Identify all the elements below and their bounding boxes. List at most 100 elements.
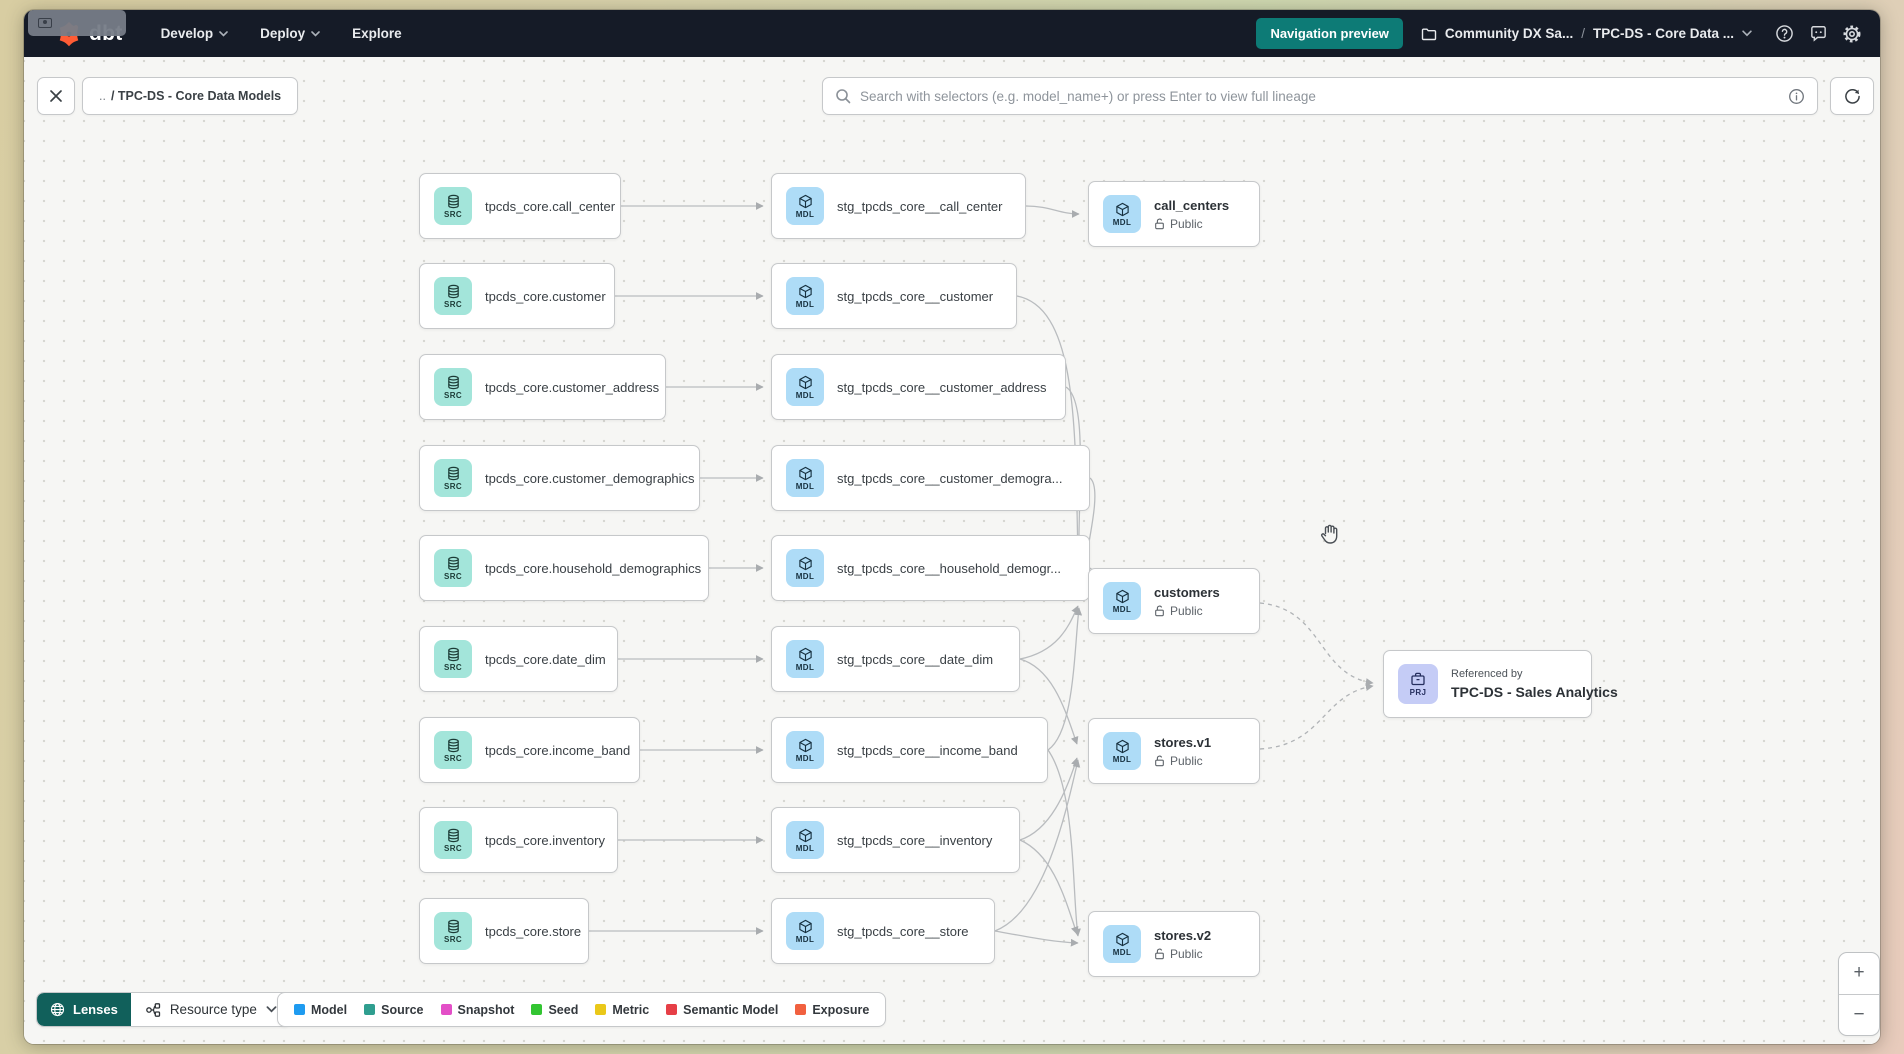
search-icon	[836, 89, 851, 104]
source-node[interactable]: SRC tpcds_core.household_demographics	[419, 535, 709, 601]
public-model-node[interactable]: MDL call_centers Public	[1088, 181, 1260, 247]
resource-type-icon	[145, 1002, 160, 1017]
source-icon: SRC	[434, 912, 472, 950]
source-node[interactable]: SRC tpcds_core.date_dim	[419, 626, 618, 692]
source-icon: SRC	[434, 549, 472, 587]
model-icon: MDL	[1103, 195, 1141, 233]
source-icon: SRC	[434, 277, 472, 315]
source-node[interactable]: SRC tpcds_core.customer_demographics	[419, 445, 700, 511]
refresh-lineage-button[interactable]	[1830, 77, 1874, 115]
zoom-in-button[interactable]: +	[1839, 953, 1879, 995]
public-model-node[interactable]: MDL customers Public	[1088, 568, 1260, 634]
legend-item: Semantic Model	[666, 1003, 778, 1017]
legend-item: Seed	[531, 1003, 578, 1017]
model-node[interactable]: MDL stg_tpcds_core__call_center	[771, 173, 1026, 239]
lock-open-icon	[1155, 948, 1164, 959]
source-icon: SRC	[434, 187, 472, 225]
lineage-canvas[interactable]: .. / TPC-DS - Core Data Models SRC tpcds…	[24, 57, 1880, 1044]
navigation-preview-badge[interactable]: Navigation preview	[1256, 18, 1403, 49]
model-icon: MDL	[786, 821, 824, 859]
access-badge: Public	[1154, 754, 1211, 768]
legend-swatch	[364, 1004, 376, 1015]
model-node[interactable]: MDL stg_tpcds_core__inventory	[771, 807, 1020, 873]
legend-item: Source	[364, 1003, 424, 1017]
source-node[interactable]: SRC tpcds_core.call_center	[419, 173, 621, 239]
model-node[interactable]: MDL stg_tpcds_core__customer_demogra...	[771, 445, 1090, 511]
lenses-button[interactable]: Lenses	[37, 993, 131, 1026]
legend-swatch	[294, 1004, 305, 1015]
breadcrumb-project[interactable]: Community DX Sa...	[1444, 26, 1574, 41]
legend-item: Exposure	[795, 1003, 869, 1017]
nav-item-deploy[interactable]: Deploy	[248, 18, 332, 49]
model-icon: MDL	[786, 912, 824, 950]
nav-item-develop[interactable]: Develop	[149, 18, 241, 49]
legend-item: Metric	[595, 1003, 649, 1017]
model-node[interactable]: MDL stg_tpcds_core__store	[771, 898, 995, 964]
feedback-icon[interactable]	[1808, 24, 1828, 44]
lens-controls: Lenses Resource type	[36, 992, 292, 1027]
model-icon: MDL	[786, 277, 824, 315]
model-icon: MDL	[786, 549, 824, 587]
model-icon: MDL	[786, 187, 824, 225]
search-input[interactable]	[860, 88, 1779, 104]
breadcrumb-separator: /	[1581, 26, 1585, 41]
refresh-icon	[1844, 88, 1860, 104]
model-node[interactable]: MDL stg_tpcds_core__income_band	[771, 717, 1048, 783]
lenses-icon	[50, 1002, 65, 1017]
nav-item-explore[interactable]: Explore	[352, 26, 402, 41]
access-badge: Public	[1154, 217, 1229, 231]
model-icon: MDL	[786, 459, 824, 497]
breadcrumb-page[interactable]: TPC-DS - Core Data ...	[1592, 26, 1734, 41]
help-icon[interactable]	[1774, 24, 1794, 44]
legend-item: Snapshot	[440, 1003, 514, 1017]
lock-open-icon	[1155, 755, 1164, 766]
source-node[interactable]: SRC tpcds_core.store	[419, 898, 589, 964]
zoom-controls: + −	[1838, 952, 1880, 1036]
model-icon: MDL	[1103, 582, 1141, 620]
model-icon: MDL	[786, 640, 824, 678]
legend-swatch	[440, 1004, 452, 1015]
public-model-node[interactable]: MDL stores.v2 Public	[1088, 911, 1260, 977]
lock-open-icon	[1155, 218, 1164, 229]
resource-type-legend: Model Source Snapshot Seed Metric Semant…	[277, 992, 887, 1027]
model-icon: MDL	[786, 731, 824, 769]
lock-open-icon	[1155, 605, 1164, 616]
access-badge: Public	[1154, 947, 1211, 961]
chevron-down-icon[interactable]	[1742, 30, 1752, 37]
source-node[interactable]: SRC tpcds_core.income_band	[419, 717, 640, 783]
source-node[interactable]: SRC tpcds_core.inventory	[419, 807, 618, 873]
info-icon[interactable]	[1788, 88, 1805, 105]
settings-icon[interactable]	[1842, 24, 1862, 44]
model-node[interactable]: MDL stg_tpcds_core__date_dim	[771, 626, 1020, 692]
folder-icon	[1421, 28, 1437, 40]
model-icon: MDL	[786, 368, 824, 406]
screen-share-tab	[28, 10, 126, 36]
lineage-path-chip[interactable]: .. / TPC-DS - Core Data Models	[82, 77, 299, 115]
close-icon	[50, 90, 62, 102]
legend-swatch	[795, 1004, 807, 1015]
resource-type-dropdown[interactable]: Resource type	[131, 993, 291, 1026]
model-node[interactable]: MDL stg_tpcds_core__customer	[771, 263, 1017, 329]
source-node[interactable]: SRC tpcds_core.customer_address	[419, 354, 666, 420]
legend-item: Model	[294, 1003, 347, 1017]
access-badge: Public	[1154, 604, 1220, 618]
app-window: dbt Develop Deploy Explore Navigation pr…	[24, 10, 1880, 1044]
project-reference-node[interactable]: PRJ Referenced by TPC-DS - Sales Analyti…	[1383, 650, 1618, 718]
public-model-node[interactable]: MDL stores.v1 Public	[1088, 718, 1260, 784]
breadcrumb: Community DX Sa... / TPC-DS - Core Data …	[1421, 26, 1752, 41]
model-node[interactable]: MDL stg_tpcds_core__household_demogr...	[771, 535, 1090, 601]
legend-swatch	[531, 1004, 543, 1015]
source-icon: SRC	[434, 640, 472, 678]
model-icon: MDL	[1103, 732, 1141, 770]
legend-swatch	[666, 1004, 678, 1015]
project-icon: PRJ	[1398, 664, 1438, 704]
source-node[interactable]: SRC tpcds_core.customer	[419, 263, 615, 329]
chevron-down-icon	[219, 30, 228, 37]
zoom-out-button[interactable]: −	[1853, 1003, 1865, 1025]
source-icon: SRC	[434, 821, 472, 859]
lineage-search	[822, 77, 1818, 115]
close-lineage-button[interactable]	[37, 77, 75, 115]
chevron-down-icon	[311, 30, 320, 37]
top-nav-bar: dbt Develop Deploy Explore Navigation pr…	[24, 10, 1880, 57]
model-node[interactable]: MDL stg_tpcds_core__customer_address	[771, 354, 1066, 420]
